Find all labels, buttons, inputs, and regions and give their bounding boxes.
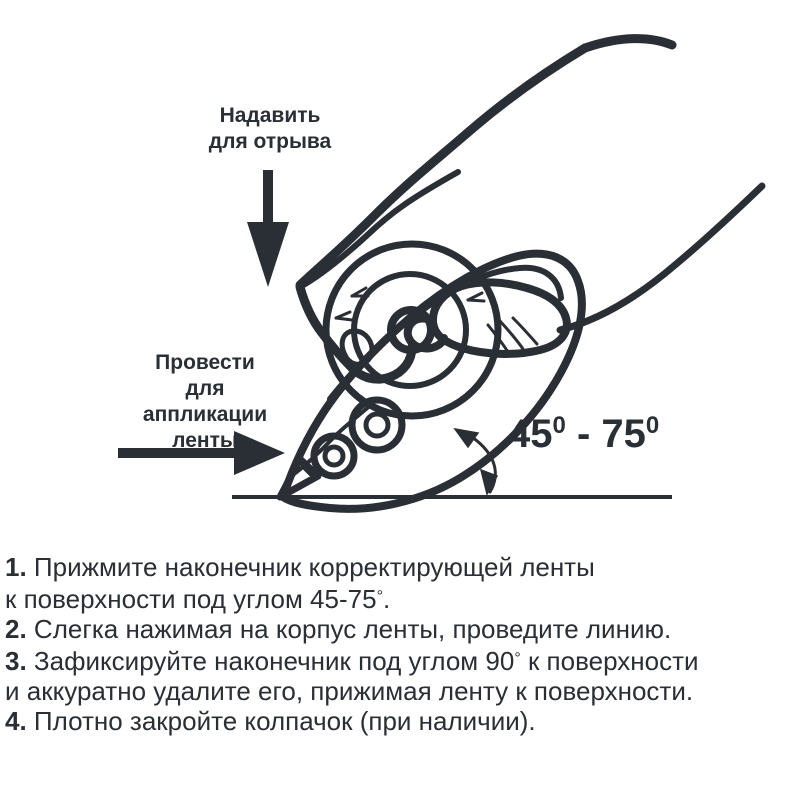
down-arrow-shaft	[263, 170, 273, 226]
angle-min-value: 45	[508, 412, 553, 456]
angle-arc-curve	[470, 435, 497, 494]
instruction-illustration	[118, 34, 766, 513]
right-arrow-head	[234, 431, 285, 475]
instruction-text: Зафиксируйте наконечник под углом 90° к …	[33, 646, 699, 676]
right-arrow	[118, 431, 285, 475]
instruction-number: 1.	[5, 552, 27, 582]
instruction-number: 2.	[5, 614, 27, 644]
dispenser-top-ridge	[327, 264, 564, 402]
instruction-line: и аккуратно удалите его, прижимая ленту …	[0, 676, 800, 706]
angle-arc-arrowhead-top	[453, 427, 480, 449]
callout-label-press-to-tear: Надавить для отрыва	[208, 104, 332, 153]
hand-hair-tick-6	[466, 298, 486, 303]
tape-reel-middle-circle	[351, 271, 469, 389]
knuckle-crease-2	[498, 319, 525, 351]
instruction-text: к поверхности под углом 45-75°.	[5, 584, 391, 614]
gear-wheel-small-inner	[322, 444, 346, 468]
degree-symbol: °	[376, 588, 383, 605]
instruction-text: Слегка нажимая на корпус ленты, проведит…	[33, 614, 672, 644]
gear-wheel-small-outer	[310, 432, 358, 480]
angle-range-label: 450 - 750	[508, 412, 659, 457]
wrist-upper-line	[580, 34, 677, 53]
correction-tape-dispenser	[276, 240, 586, 513]
angle-separator: -	[565, 412, 602, 456]
gear-wheel-large-inner	[363, 411, 391, 439]
instruction-line: 3. Зафиксируйте наконечник под углом 90°…	[0, 644, 800, 676]
fingertip-outline	[347, 342, 417, 384]
instruction-line: 4. Плотно закройте колпачок (при наличии…	[0, 706, 800, 736]
thumb-tip-nub	[403, 314, 448, 353]
hand-drawing	[295, 34, 766, 384]
applicator-tip-detail	[300, 463, 314, 477]
hand-hair-tick-4	[334, 316, 354, 322]
index-finger-fold	[297, 169, 461, 290]
callout-label-draw-to-apply: Провести для аппликации ленты	[142, 351, 268, 452]
tape-reel-hub-circle	[387, 306, 435, 354]
right-arrow-shaft	[118, 448, 238, 458]
instruction-text: Плотно закройте колпачок (при наличии).	[33, 706, 536, 736]
down-arrow-head	[247, 222, 289, 287]
instruction-number: 3.	[5, 646, 27, 676]
gear-wheel-large-outer	[348, 396, 406, 454]
angle-min-degree-glyph: 0	[552, 412, 566, 439]
instruction-number: 4.	[5, 706, 27, 736]
instruction-line: 1. Прижмите наконечник корректирующей ле…	[0, 552, 800, 582]
index-finger-underside	[295, 282, 357, 373]
wrist-lower-contour	[556, 182, 766, 334]
knuckle-crease-3	[511, 316, 539, 346]
instruction-line: к поверхности под углом 45-75°.	[0, 582, 800, 614]
angle-arc-indicator	[453, 427, 499, 497]
angle-max-degree-glyph: 0	[645, 412, 660, 439]
applicator-tip	[276, 455, 322, 501]
instructions-list: 1. Прижмите наконечник корректирующей ле…	[0, 552, 800, 736]
instruction-line: 2. Слегка нажимая на корпус ленты, прове…	[0, 614, 800, 644]
tape-reel-outer-circle	[322, 240, 502, 420]
degree-symbol: °	[514, 650, 521, 667]
instruction-text: и аккуратно удалите его, прижимая ленту …	[5, 676, 694, 706]
angle-max-value: 75	[601, 412, 646, 456]
down-arrow	[247, 170, 289, 287]
instruction-text: Прижмите наконечник корректирующей ленты	[33, 552, 595, 582]
angle-arc-arrowhead-bottom	[479, 468, 499, 497]
hand-upper-contour	[295, 43, 590, 290]
